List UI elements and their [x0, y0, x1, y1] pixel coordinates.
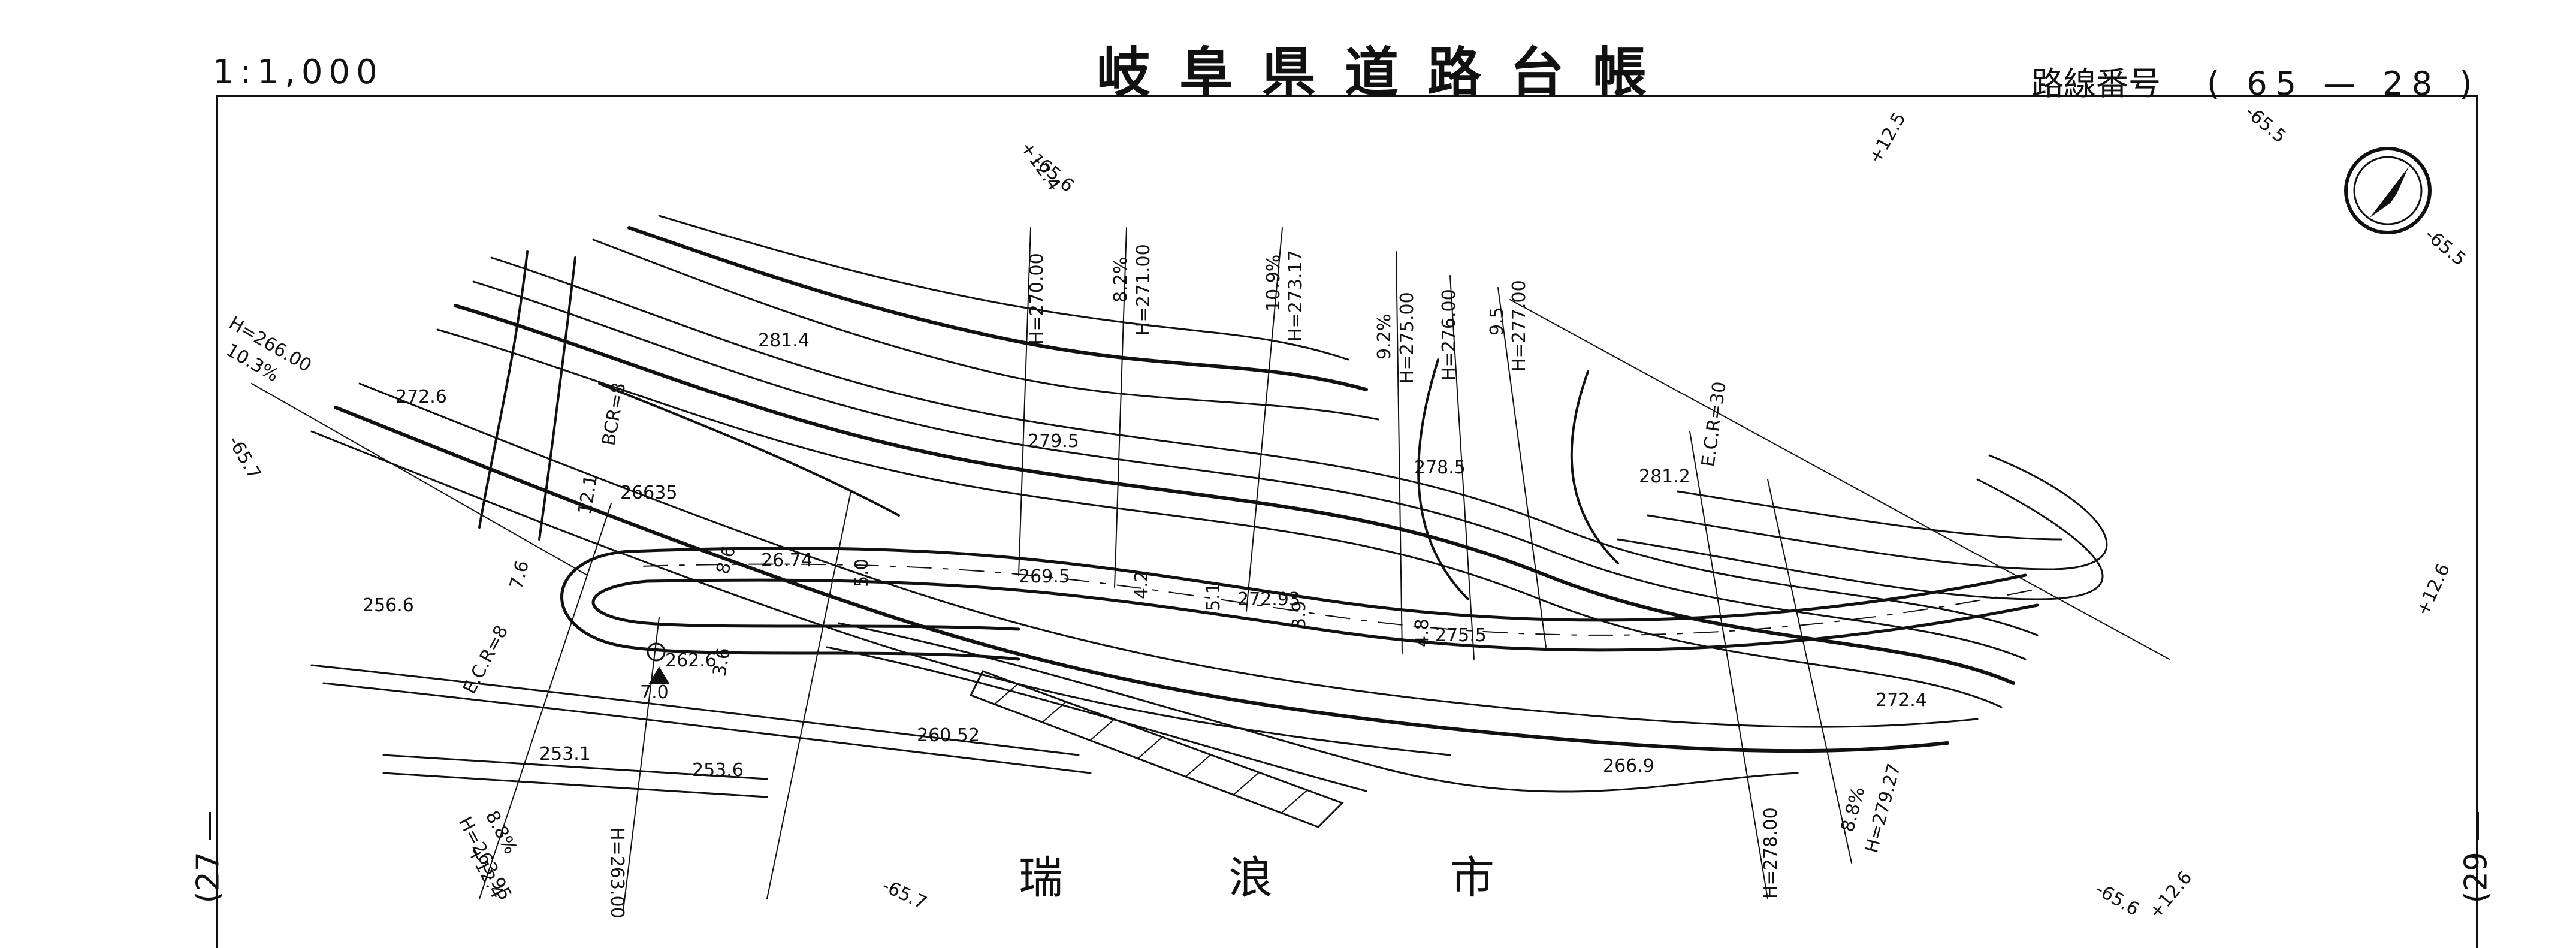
- city-name-3: 市: [1450, 852, 1494, 904]
- map-labels: 281.4 272.6 279.5 278.5 281.2 256.6 262.…: [222, 101, 2470, 923]
- map-label: H=279.27: [1861, 762, 1905, 856]
- map-label: E.C.R=30: [1698, 380, 1731, 468]
- map-label: 26635: [620, 482, 677, 503]
- map-label: 253.6: [692, 760, 744, 781]
- map-label: 8.2%: [1110, 257, 1131, 303]
- map-label: 9.2%: [1374, 314, 1395, 360]
- map-label: 281.4: [758, 330, 810, 351]
- map-label: -65.5: [2241, 101, 2290, 147]
- city-name-1: 瑞: [1019, 852, 1063, 904]
- map-label: H=273.17: [1285, 250, 1306, 342]
- map-label: 4.8: [1412, 618, 1433, 647]
- map-label: H=263.00: [606, 827, 627, 919]
- map-label: 5.1: [1203, 582, 1224, 611]
- contours-upper: [436, 215, 2039, 708]
- map-label: H=278.00: [1760, 807, 1781, 899]
- north-arrow-icon: [2344, 147, 2432, 234]
- lower-road: [310, 664, 1092, 798]
- map-label: +12.5: [1865, 109, 1910, 167]
- map-label: 272.6: [395, 387, 447, 407]
- page-title: 岐阜県道路台帳: [1097, 41, 1675, 104]
- map-label: H=270.00: [1026, 253, 1047, 345]
- map-label: +12.6: [2412, 560, 2455, 619]
- road-alignment: [560, 547, 2039, 661]
- map-label: H=271.00: [1133, 244, 1154, 336]
- cliff-hatching: [478, 250, 1619, 600]
- city-name-2: 浪: [1228, 852, 1273, 904]
- map-label: 7.6: [506, 558, 533, 591]
- map-label: 9.5: [1487, 307, 1508, 336]
- map-label: 275.5: [1435, 625, 1487, 646]
- map-label: 26.74: [761, 550, 813, 571]
- map-label: H=277.00: [1509, 280, 1530, 372]
- map-label: 272.4: [1876, 690, 1927, 711]
- map-frame: [216, 95, 2478, 948]
- map-label: 272.93: [1237, 589, 1300, 610]
- map-label: 3.9: [1289, 600, 1310, 629]
- map-label: H=276.00: [1439, 289, 1460, 381]
- map-label: 5.0: [851, 558, 872, 587]
- map-label: 8.8%: [1837, 784, 1870, 834]
- benchmark-markers: [647, 642, 670, 684]
- map-label: 4.2: [1131, 570, 1152, 599]
- map-label: 266.9: [1603, 756, 1654, 777]
- map-label: +12.6: [2145, 867, 2196, 923]
- map-label: -65.5: [2421, 224, 2470, 270]
- retaining-structure: [969, 670, 1344, 828]
- map-label: -65.7: [879, 875, 930, 914]
- map-label: 7.0: [640, 682, 669, 703]
- map-label: 3.6: [709, 646, 735, 678]
- map-label: -65.7: [224, 433, 265, 484]
- map-label: 262.6: [665, 650, 717, 671]
- map-label: 256.6: [363, 595, 414, 616]
- map-label: 278.5: [1414, 457, 1466, 478]
- map-label: H=275.00: [1397, 292, 1418, 384]
- map-scale: 1:1,000: [213, 53, 383, 92]
- map-label: 260.52: [917, 725, 980, 746]
- map-label: BCR=8: [598, 381, 630, 448]
- map-label: -65.6: [2092, 879, 2143, 920]
- map-label: 279.5: [1028, 431, 1079, 452]
- contours-lower: [310, 382, 2108, 793]
- map-label: 10.9%: [1263, 255, 1284, 312]
- map-label: 269.5: [1019, 566, 1070, 587]
- map-label: 253.1: [539, 744, 591, 765]
- cross-section-lines: [251, 227, 2170, 911]
- map-label: 281.2: [1639, 466, 1690, 487]
